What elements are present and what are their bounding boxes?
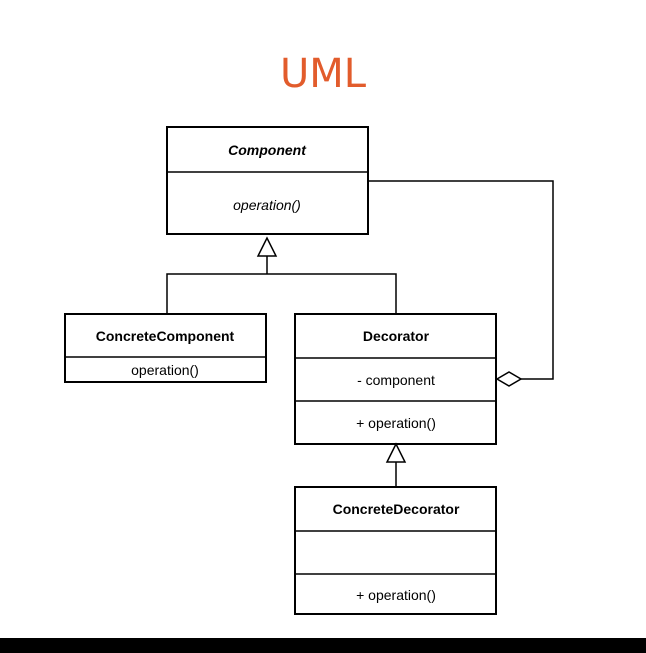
bottom-border-bar [0,638,646,653]
component-name: Component [228,142,307,158]
inheritance-arrowhead-decorator [385,442,407,463]
decorator-name: Decorator [363,328,430,344]
concrete-component-class-box [64,313,267,383]
component-operation: operation() [233,197,301,213]
aggregation-connector [368,180,554,380]
decorator-attribute: - component [357,372,435,388]
concrete-component-operation: operation() [131,362,199,378]
aggregation-diamond [495,371,523,387]
concrete-component-name: ConcreteComponent [96,328,235,344]
concrete-decorator-name: ConcreteDecorator [333,501,460,517]
inheritance-arrowhead-component [256,236,278,257]
diagram-title: UML [279,51,367,97]
inheritance-connector [166,273,397,314]
decorator-operation: + operation() [356,415,436,431]
concrete-decorator-operation: + operation() [356,587,436,603]
